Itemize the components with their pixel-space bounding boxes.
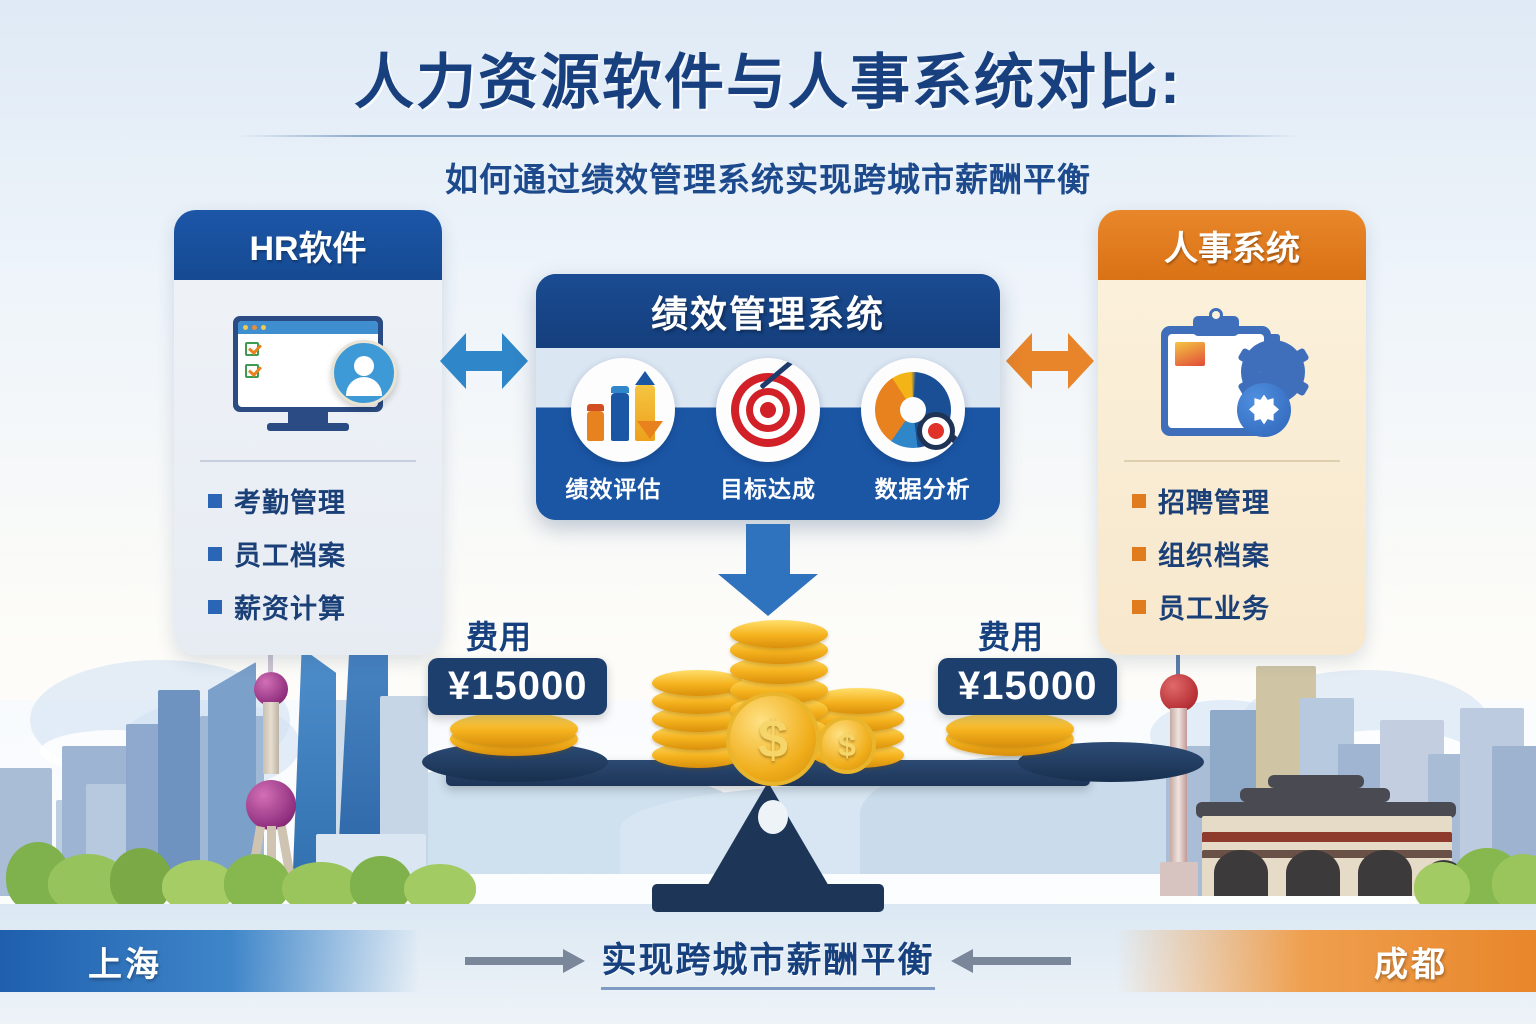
donut-chart-magnifier-icon [861, 358, 966, 462]
list-item-label: 员工业务 [1158, 594, 1270, 624]
personnel-system-card-heading: 人事系统 [1098, 210, 1366, 280]
list-item-label: 员工档案 [234, 541, 346, 571]
left-cost-label: 费用 [466, 619, 533, 655]
monitor-checklist-user-icon [188, 296, 428, 456]
list-item-label: 考勤管理 [234, 488, 346, 518]
list-item: 员工业务 [1118, 580, 1346, 633]
clipboard-gear-icon [1112, 296, 1352, 456]
right-price-tag[interactable]: ¥15000 [938, 658, 1118, 715]
personnel-system-card[interactable]: 人事系统 [1098, 210, 1366, 655]
arrow-left-icon [950, 949, 1071, 973]
bottom-city-bar: 上海 成都 实现跨城市薪酬平衡 [0, 930, 1536, 992]
balance-base [652, 884, 884, 912]
feature-label: 数据分析 [874, 476, 971, 502]
currency-symbol: $ [838, 726, 856, 763]
list-item-label: 薪资计算 [234, 594, 346, 624]
hr-software-feature-list: 考勤管理 员工档案 薪资计算 [188, 474, 428, 633]
hr-software-card-heading: HR软件 [174, 210, 442, 280]
list-item-label: 组织档案 [1158, 541, 1270, 571]
bar-chart-growth-icon [570, 358, 675, 462]
page-subtitle: 如何通过绩效管理系统实现跨城市薪酬平衡 [445, 161, 1091, 198]
bullet-square-icon [208, 599, 222, 614]
double-arrow-blue-icon [440, 333, 528, 389]
fulcrum-hole [758, 800, 788, 834]
dollar-coin-large: $ [726, 692, 820, 786]
card-divider [1124, 460, 1340, 462]
feature-label: 目标达成 [719, 476, 816, 502]
personnel-system-feature-list: 招聘管理 组织档案 员工业务 [1112, 474, 1352, 633]
right-cost-label: 费用 [978, 619, 1045, 655]
bullet-square-icon [1132, 493, 1146, 508]
user-avatar-icon [331, 340, 397, 406]
currency-symbol: $ [757, 709, 789, 769]
list-item: 薪资计算 [194, 580, 422, 633]
arrow-right-icon [465, 949, 586, 973]
city-label-right[interactable]: 成都 [1116, 930, 1536, 992]
title-divider [238, 135, 1298, 137]
list-item: 组织档案 [1118, 527, 1346, 580]
balance-fulcrum [706, 782, 830, 888]
list-item: 招聘管理 [1118, 474, 1346, 527]
dollar-coin-small: $ [818, 716, 876, 774]
performance-feature-labels: 绩效评估 目标达成 数据分析 [536, 462, 1000, 520]
city-label-left[interactable]: 上海 [0, 930, 420, 992]
header: 人力资源软件与人事系统对比: 如何通过绩效管理系统实现跨城市薪酬平衡 [0, 34, 1536, 201]
page-title: 人力资源软件与人事系统对比: [354, 49, 1182, 116]
bullet-square-icon [1132, 599, 1146, 614]
bullet-square-icon [208, 546, 222, 561]
card-divider [200, 460, 416, 462]
bullet-square-icon [1132, 546, 1146, 561]
list-item: 考勤管理 [194, 474, 422, 527]
feature-label: 绩效评估 [565, 476, 662, 502]
list-item-label: 招聘管理 [1158, 488, 1270, 518]
double-arrow-orange-icon [1006, 333, 1094, 389]
hr-software-card[interactable]: HR软件 [174, 210, 442, 655]
list-item: 员工档案 [194, 527, 422, 580]
target-arrow-icon [715, 358, 820, 462]
bullet-square-icon [208, 493, 222, 508]
bottom-conclusion-text: 实现跨城市薪酬平衡 [601, 932, 935, 990]
left-price-tag[interactable]: ¥15000 [428, 658, 608, 715]
performance-system-heading: 绩效管理系统 [536, 274, 1000, 348]
performance-system-panel[interactable]: 绩效管理系统 [536, 274, 1000, 520]
down-arrow-icon [718, 524, 818, 616]
settings-gear-icon [1237, 382, 1291, 437]
magnifier-icon [917, 412, 966, 455]
